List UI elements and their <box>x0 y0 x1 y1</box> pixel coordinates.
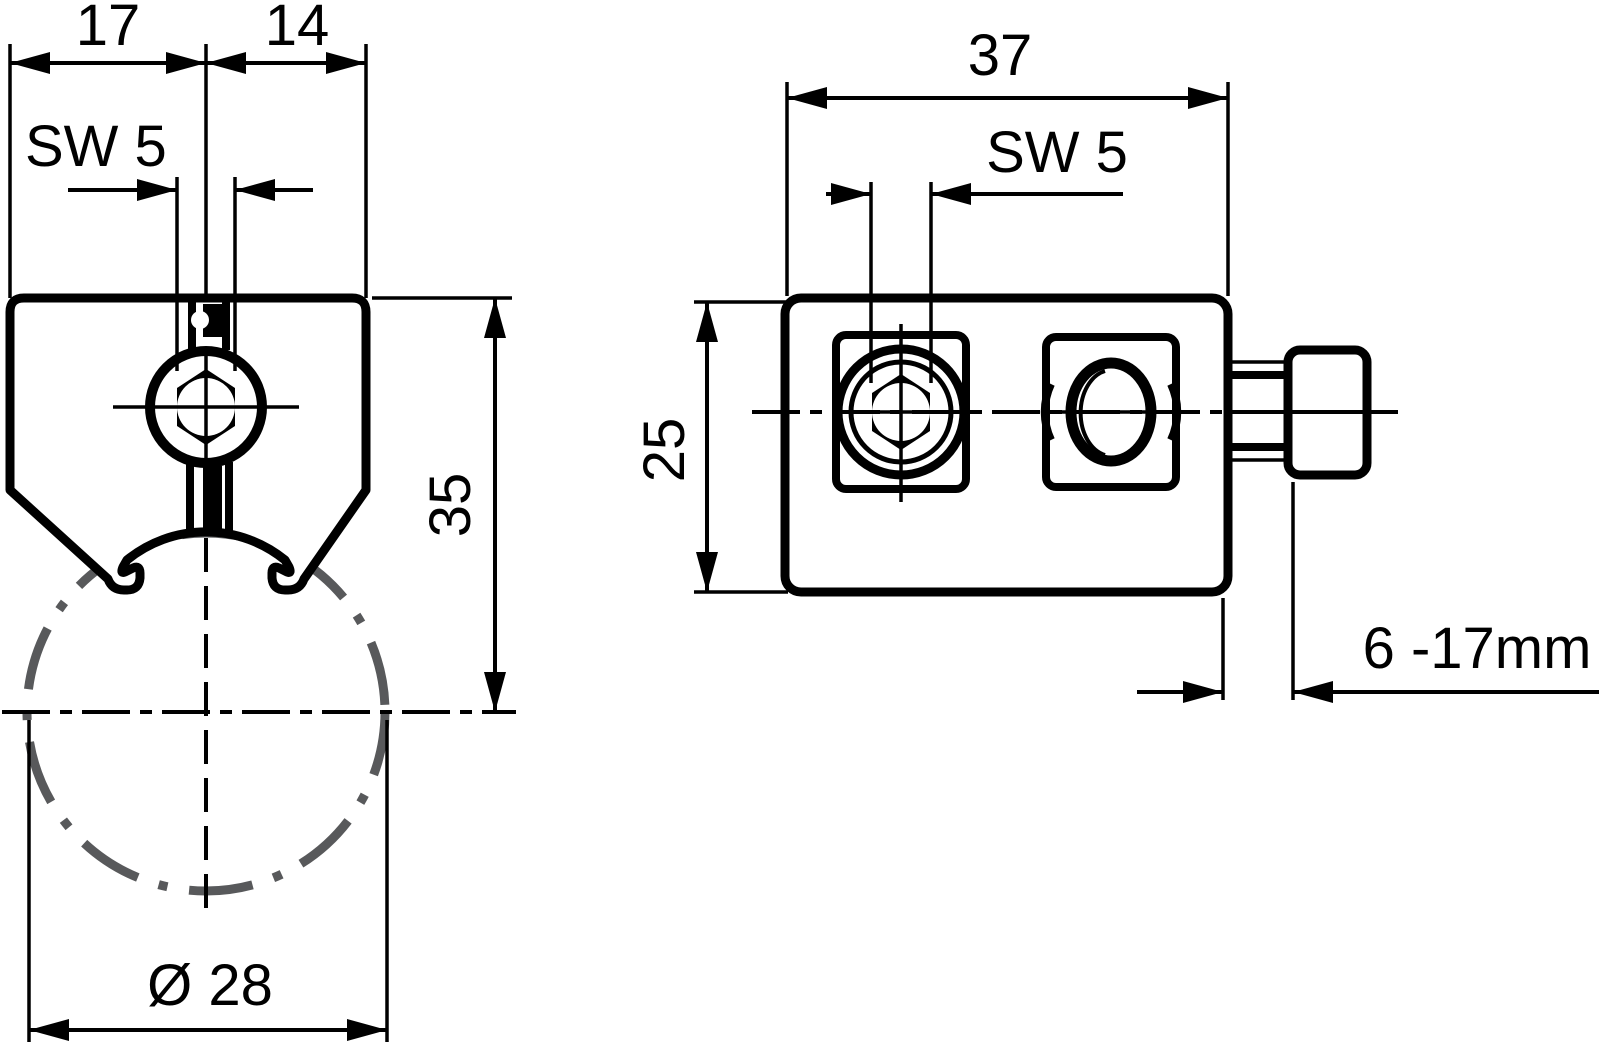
dim-sw5-label: SW 5 <box>25 114 167 179</box>
dim-range-label: 6 -17mm <box>1363 616 1592 681</box>
side-view: 37 SW 5 25 6 -17mm <box>632 23 1599 703</box>
dim-35-label: 35 <box>418 473 483 538</box>
screw-tip-in-slot <box>203 466 222 531</box>
dim-sw5-side-label: SW 5 <box>986 120 1128 185</box>
insert-boss-arc-left <box>1040 382 1055 442</box>
retainer-hook-notch <box>191 311 209 329</box>
dim-25-label: 25 <box>632 418 697 483</box>
retainer-hook <box>203 304 223 337</box>
dim-17-label: 17 <box>76 0 141 58</box>
dim-d28-label: Ø 28 <box>147 953 273 1018</box>
dim-37-label: 37 <box>968 23 1033 88</box>
front-view: 17 14 SW 5 35 Ø 28 <box>2 0 516 1042</box>
dim-14-label: 14 <box>265 0 330 58</box>
